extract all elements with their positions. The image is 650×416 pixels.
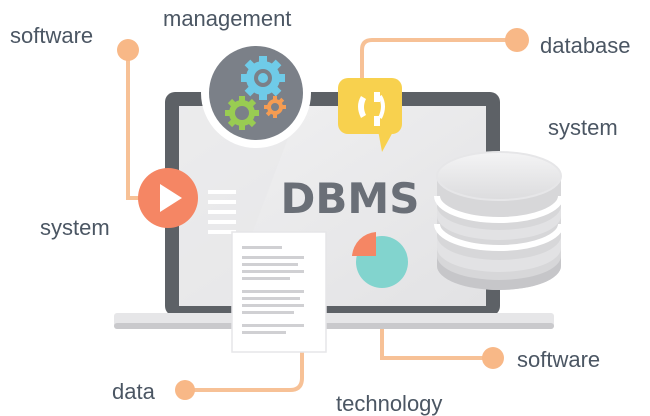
play-icon (138, 168, 198, 228)
database-cylinder-icon (434, 151, 564, 290)
menu-lines (208, 190, 236, 234)
label-technology: technology (336, 391, 443, 416)
label-system-left: system (40, 215, 110, 240)
label-system-right: system (548, 115, 618, 140)
label-database: database (540, 33, 631, 58)
label-data: data (112, 379, 155, 404)
connector-dot-data (175, 380, 195, 400)
document-icon (231, 231, 327, 353)
phone-chat-icon (338, 78, 402, 152)
connector-dot-database (505, 28, 529, 52)
label-software-top: software (10, 23, 94, 48)
connector-dot-software-top (117, 39, 139, 61)
label-software-bottom: software (517, 347, 601, 372)
pie-chart-icon (352, 232, 408, 288)
connector-dots (117, 28, 529, 400)
gears-icon (201, 38, 311, 148)
connector-dot-software-bottom (482, 347, 504, 369)
screen-title: DBMS (281, 174, 420, 223)
label-management: management (163, 6, 292, 31)
